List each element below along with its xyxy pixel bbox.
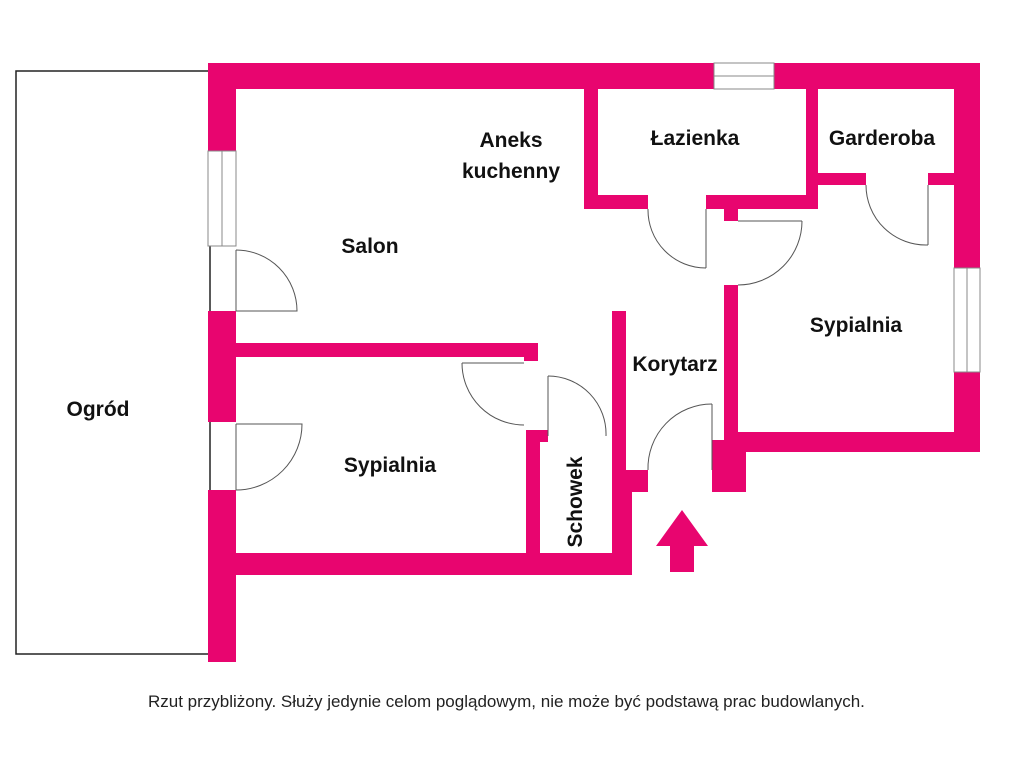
wall-bathroom-bottom-right [706, 195, 818, 209]
label-garden: Ogród [67, 398, 130, 421]
wall-bathroom-wardrobe [806, 89, 818, 209]
wall-corridor-right [712, 440, 746, 492]
arrow-up-icon [656, 510, 708, 572]
wall-right-upper [954, 63, 980, 268]
wall-storage-right [612, 470, 632, 575]
label-bedroom-left: Sypialnia [344, 454, 437, 477]
label-kitchenette-1: Aneks [479, 129, 542, 152]
wall-bedroom-left-top [236, 343, 538, 357]
label-bedroom-right: Sypialnia [810, 314, 903, 337]
wall-left-lower [208, 490, 236, 662]
label-wardrobe: Garderoba [829, 127, 936, 150]
label-bathroom: Łazienka [651, 127, 740, 150]
wall-left-middle [208, 311, 236, 422]
wall-bedroom-right-left-top [724, 195, 738, 221]
label-corridor: Korytarz [632, 353, 717, 376]
label-storage: Schowek [564, 456, 587, 547]
wall-bathroom-left [584, 89, 598, 209]
door-bedroom-right [737, 220, 803, 286]
wall-bottom-right [736, 432, 980, 452]
wall-corridor-step [612, 470, 648, 492]
disclaimer-caption: Rzut przybliżony. Służy jedynie celom po… [148, 692, 865, 711]
door-entrance [647, 403, 713, 471]
wall-corridor-left [612, 311, 626, 475]
wall-bottom-left [208, 553, 632, 575]
door-bedroom-left-garden [235, 423, 303, 491]
wall-wardrobe-bottom-left [806, 173, 866, 185]
wall-bedroom-right-left [724, 285, 738, 452]
wall-storage-left [526, 430, 540, 575]
wall-top [208, 63, 980, 89]
door-bedroom-left-inner [461, 362, 525, 426]
wall-wardrobe-bottom-right [928, 173, 958, 185]
wall-bedroom-left-top-stub [524, 343, 538, 361]
door-storage [547, 375, 607, 437]
wall-bathroom-bottom [584, 195, 648, 209]
wall-storage-left-stub [526, 430, 548, 442]
door-wardrobe [865, 184, 929, 246]
label-living-room: Salon [341, 235, 398, 258]
door-bathroom [647, 208, 707, 269]
label-kitchenette-2: kuchenny [462, 160, 560, 183]
door-salon-garden [235, 249, 298, 312]
wall-left-upper [208, 63, 236, 151]
garden-area [15, 70, 211, 655]
